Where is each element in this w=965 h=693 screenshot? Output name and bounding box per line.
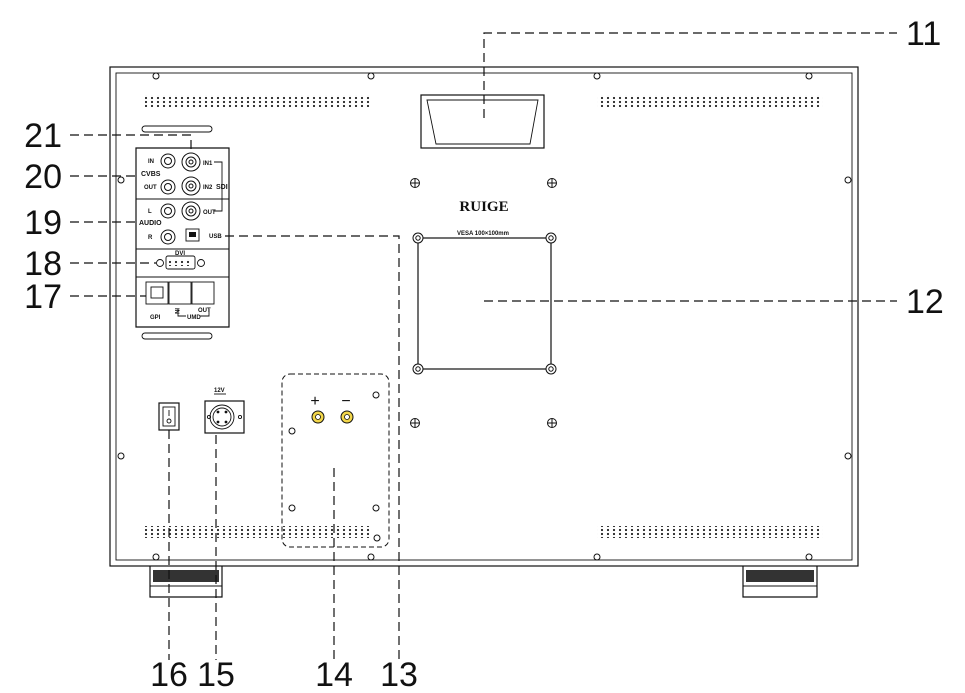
audio-l-label: L — [148, 209, 152, 215]
sdi-in1-connector — [181, 152, 201, 172]
umd-out-port — [191, 281, 215, 305]
callout-20: 20 — [24, 158, 62, 196]
audio-label: AUDIO — [139, 220, 162, 227]
sdi-in2-label: IN2 — [203, 185, 213, 191]
minus-label: − — [341, 393, 350, 410]
umd-label: UMD — [187, 315, 201, 321]
vesa-label: VESA 100×100mm — [457, 231, 509, 237]
callout-numbers: 11 12 13 14 15 16 17 18 19 20 21 — [24, 15, 944, 693]
cvbs-in-label: IN — [148, 159, 154, 165]
sdi-in1-label: IN1 — [203, 161, 213, 167]
umd-out-label: OUT — [198, 308, 211, 314]
left-foot — [149, 566, 223, 598]
carry-handle — [420, 94, 545, 149]
plus-label: + — [310, 393, 319, 410]
audio-r-label: R — [148, 235, 153, 241]
vent-bottom-left — [145, 526, 371, 538]
sdi-out-connector — [181, 201, 201, 221]
cvbs-out-label: OUT — [144, 185, 157, 191]
callout-12: 12 — [906, 283, 944, 321]
audio-r-connector — [160, 229, 176, 245]
mount-screws — [410, 178, 557, 428]
usb-port — [185, 228, 200, 242]
callout-16: 16 — [150, 656, 188, 693]
frame-screws — [117, 72, 852, 561]
vent-top-right — [597, 95, 823, 107]
io-panel: IN CVBS OUT IN1 IN2 OUT SDI L AUDIO R — [135, 125, 230, 340]
callout-19: 19 — [24, 204, 62, 242]
leader-lines — [70, 32, 897, 660]
callout-21: 21 — [24, 117, 62, 155]
callout-18: 18 — [24, 245, 62, 283]
audio-l-connector — [160, 203, 176, 219]
callout-14: 14 — [315, 656, 353, 693]
power-switch — [158, 402, 180, 431]
voltage-label: 12V — [214, 388, 225, 394]
monitor-body — [109, 66, 859, 567]
dvi-label: DVI — [175, 251, 185, 257]
right-foot — [742, 566, 818, 598]
gpi-port — [145, 281, 169, 305]
vent-bottom-right — [597, 526, 823, 538]
brand-logo: RUIGE — [459, 199, 508, 215]
cvbs-out-connector — [160, 179, 176, 195]
vent-top-left — [145, 95, 371, 107]
callout-15: 15 — [197, 656, 235, 693]
gpi-label: GPI — [150, 315, 161, 321]
dvi-connector — [156, 255, 205, 270]
umd-in-port — [168, 281, 192, 305]
usb-label: USB — [209, 234, 222, 240]
cvbs-in-connector — [160, 153, 176, 169]
sdi-out-label: OUT — [203, 210, 216, 216]
sdi-in2-connector — [181, 176, 201, 196]
dc-input-connector: 12V — [204, 388, 245, 434]
callout-13: 13 — [380, 656, 418, 693]
vesa-mount: VESA 100×100mm — [412, 231, 557, 375]
callout-17: 17 — [24, 278, 62, 316]
callout-11: 11 — [906, 15, 941, 53]
sdi-label: SDI — [216, 184, 228, 191]
umd-in-label: IN — [173, 308, 179, 314]
battery-plate: + − — [281, 373, 390, 548]
cvbs-label: CVBS — [141, 171, 161, 178]
